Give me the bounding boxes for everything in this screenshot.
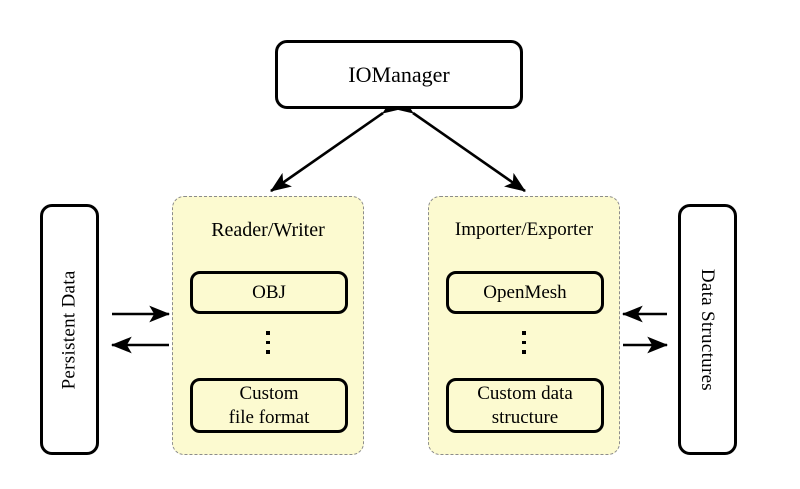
group-importer-exporter-title: Importer/Exporter — [454, 219, 594, 240]
node-custom-data-structure[interactable]: Custom data structure — [446, 378, 604, 433]
node-data-structures[interactable]: Data Structures — [678, 204, 737, 455]
ellipsis-importer-exporter — [429, 331, 619, 354]
node-io-manager[interactable]: IOManager — [275, 40, 523, 109]
node-custom-file-format-label-line1: Custom — [239, 383, 299, 405]
group-reader-writer[interactable]: Reader/Writer OBJ Custom file format — [172, 196, 364, 455]
io-manager-label: IOManager — [348, 61, 450, 87]
node-custom-data-structure-label-line1: Custom data — [477, 383, 573, 405]
node-openmesh-label: OpenMesh — [483, 281, 567, 303]
group-importer-exporter[interactable]: Importer/Exporter OpenMesh Custom data s… — [428, 196, 620, 455]
persistent-data-label: Persistent Data — [58, 269, 80, 390]
node-custom-file-format[interactable]: Custom file format — [190, 378, 348, 433]
node-obj-label: OBJ — [252, 281, 286, 303]
arrow-manager-to-readerwriter — [270, 94, 404, 193]
node-obj[interactable]: OBJ — [190, 271, 348, 314]
arrow-manager-to-importerexporter — [392, 94, 526, 193]
group-reader-writer-title: Reader/Writer — [211, 219, 325, 241]
node-openmesh[interactable]: OpenMesh — [446, 271, 604, 314]
node-custom-data-structure-label-line2: structure — [491, 406, 559, 428]
node-persistent-data[interactable]: Persistent Data — [40, 204, 99, 455]
data-structures-label: Data Structures — [697, 268, 719, 391]
ellipsis-reader-writer — [173, 331, 363, 354]
node-custom-file-format-label-line2: file format — [228, 406, 310, 428]
